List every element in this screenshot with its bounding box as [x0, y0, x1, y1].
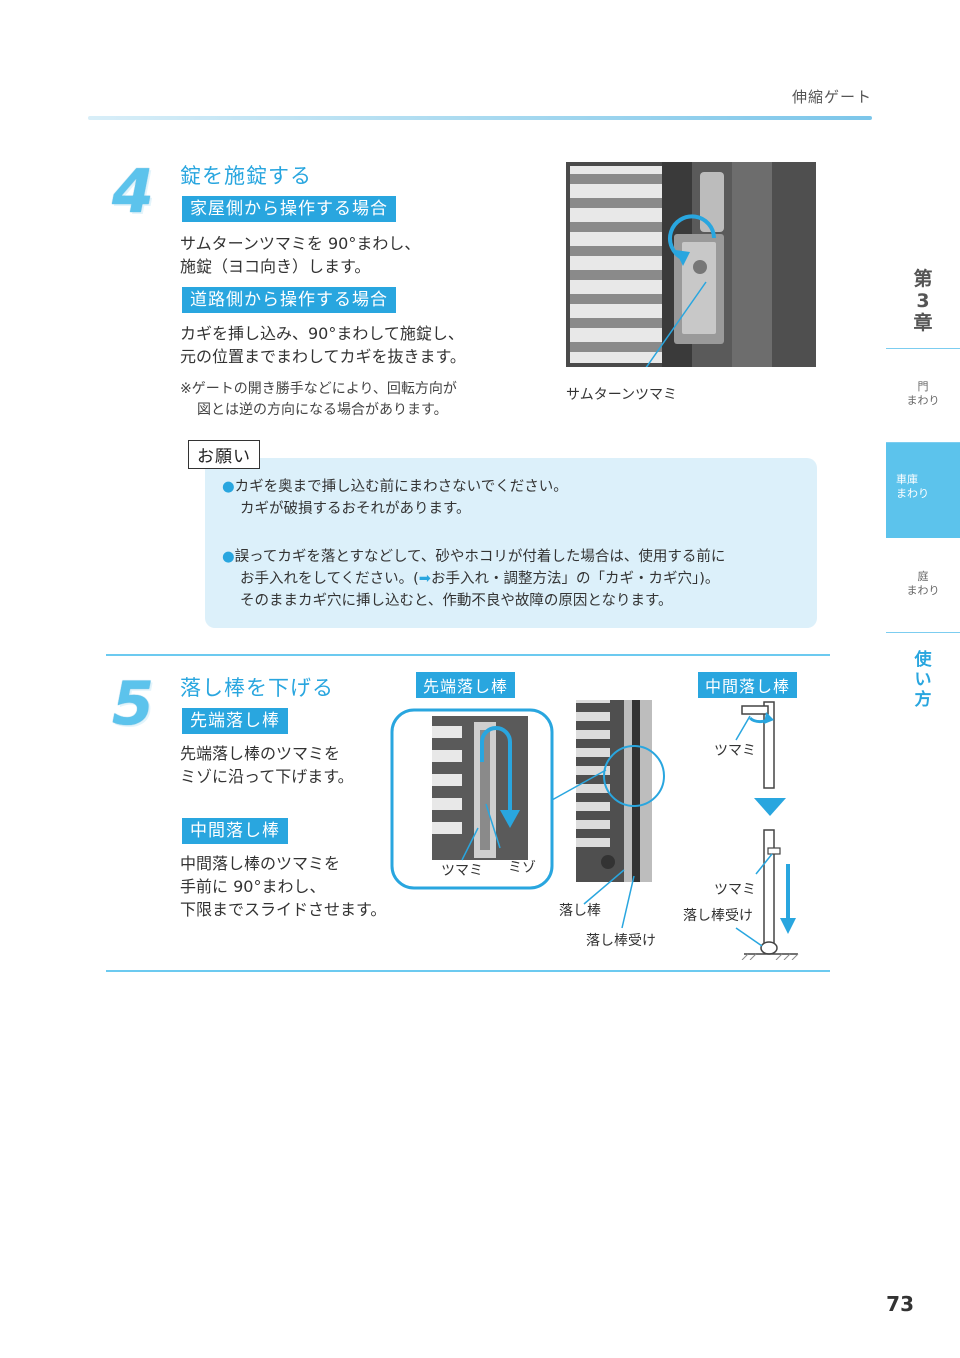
- middle-rod-text: 中間落し棒のツマミを 手前に 90°まわし、 下限までスライドさせます。: [180, 852, 386, 921]
- text-line: カギを奥まで挿し込む前にまわさないでください。: [234, 479, 568, 495]
- sidebar-item-usage[interactable]: 使 い 方: [886, 650, 960, 710]
- sidebar-item-label: まわり: [906, 394, 940, 407]
- sidebar-item-label: い: [914, 670, 932, 690]
- text-line: 下限までスライドさせます。: [180, 900, 387, 919]
- sidebar-item-label: 方: [914, 690, 932, 710]
- text-line: カギが破損するおそれがあります。: [240, 501, 471, 517]
- text-line: 元の位置までまわしてカギを抜きます。: [180, 347, 466, 366]
- notice-item-2: ●誤ってカギを落とすなどして、砂やホコリが付着した場合は、使用する前に お手入れ…: [222, 546, 725, 612]
- groove-caption: ミゾ: [508, 860, 536, 876]
- tip-rod-text: 先端落し棒のツマミを ミゾに沿って下げます。: [180, 742, 354, 788]
- rod-caption: 落し棒: [559, 903, 601, 919]
- rotation-note: ※ゲートの開き勝手などにより、回転方向が 図とは逆の方向になる場合があります。: [180, 379, 457, 421]
- bullet-icon: ●: [222, 549, 235, 565]
- rod-receiver-caption: 落し棒受け: [586, 933, 656, 949]
- bullet-icon: ●: [222, 479, 235, 495]
- text-line: 誤ってカギを落とすなどして、砂やホコリが付着した場合は、使用する前に: [234, 549, 726, 565]
- middle-rod-figure: [735, 701, 799, 960]
- house-side-tag: 家屋側から操作する場合: [182, 196, 396, 222]
- chapter-char: 章: [913, 312, 933, 334]
- header-divider: [88, 116, 872, 120]
- house-side-text: サムターンツマミを 90°まわし、 施錠（ヨコ向き）します。: [180, 232, 420, 278]
- step-number-5: 5: [112, 669, 154, 739]
- tip-knob-caption: ツマミ: [441, 863, 483, 879]
- sidebar-item-label: 庭: [917, 570, 929, 583]
- sidebar-divider: [886, 632, 960, 633]
- middle-knob-caption-top: ツマミ: [714, 743, 756, 759]
- sidebar-item-label: 車庫: [896, 473, 918, 486]
- section-divider-bottom: [106, 970, 830, 972]
- tip-rod-figure-label: 先端落し棒: [416, 672, 516, 698]
- page-number: 73: [886, 1292, 914, 1316]
- text-line: サムターンツマミを 90°まわし、: [180, 234, 421, 253]
- sidebar-item-garden[interactable]: 庭 まわり: [886, 570, 960, 598]
- road-side-text: カギを挿し込み、90°まわして施錠し、 元の位置までまわしてカギを抜きます。: [180, 322, 466, 368]
- text-line: 施錠（ヨコ向き）します。: [180, 257, 371, 276]
- reference-link: お手入れ・調整方法」の「カギ・カギ穴」)。: [430, 571, 720, 587]
- middle-knob-caption-bottom: ツマミ: [714, 882, 756, 898]
- text-line: お手入れをしてください。(: [240, 571, 419, 587]
- sidebar-item-gate[interactable]: 門 まわり: [886, 380, 960, 408]
- chapter-char: 第: [913, 268, 933, 290]
- text-line: ※ゲートの開き勝手などにより、回転方向が: [180, 381, 457, 397]
- step5-title: 落し棒を下げる: [180, 676, 334, 700]
- road-side-tag: 道路側から操作する場合: [182, 287, 396, 313]
- chapter-char: 3: [916, 290, 930, 312]
- sidebar-item-label: まわり: [906, 584, 940, 597]
- text-line: カギを挿し込み、90°まわして施錠し、: [180, 324, 464, 343]
- notice-label: お願い: [188, 440, 260, 469]
- tip-rod-tag: 先端落し棒: [182, 708, 288, 734]
- text-line: 先端落し棒のツマミを: [180, 744, 341, 763]
- text-line: ミゾに沿って下げます。: [180, 767, 354, 786]
- thumbturn-caption: サムターンツマミ: [566, 387, 678, 403]
- text-line: 図とは逆の方向になる場合があります。: [197, 402, 448, 418]
- notice-box: [205, 458, 817, 628]
- section-divider: [106, 654, 830, 656]
- text-line: そのままカギ穴に挿し込むと、作動不良や故障の原因となります。: [240, 593, 673, 609]
- thumbturn-photo: [566, 162, 816, 367]
- sidebar-item-label: 門: [917, 380, 929, 393]
- step-number-4: 4: [112, 157, 154, 227]
- arrow-right-icon: ➡: [418, 571, 431, 587]
- step4-title: 錠を施錠する: [180, 164, 312, 188]
- tip-rod-figure: [390, 700, 665, 929]
- text-line: 手前に 90°まわし、: [180, 877, 326, 896]
- middle-receiver-caption: 落し棒受け: [683, 908, 753, 924]
- chapter-label: 第 3 章: [886, 268, 960, 334]
- section-title: 伸縮ゲート: [791, 88, 872, 106]
- sidebar-item-garage[interactable]: 車庫 まわり: [886, 443, 960, 538]
- text-line: 中間落し棒のツマミを: [180, 854, 341, 873]
- sidebar-divider: [886, 348, 960, 349]
- sidebar-item-label: まわり: [896, 487, 929, 500]
- middle-rod-figure-label: 中間落し棒: [698, 672, 798, 698]
- middle-rod-tag: 中間落し棒: [182, 818, 288, 844]
- sidebar-divider: [886, 442, 960, 443]
- notice-item-1: ●カギを奥まで挿し込む前にまわさないでください。 カギが破損するおそれがあります…: [222, 476, 568, 520]
- sidebar-item-label: 使: [914, 650, 932, 670]
